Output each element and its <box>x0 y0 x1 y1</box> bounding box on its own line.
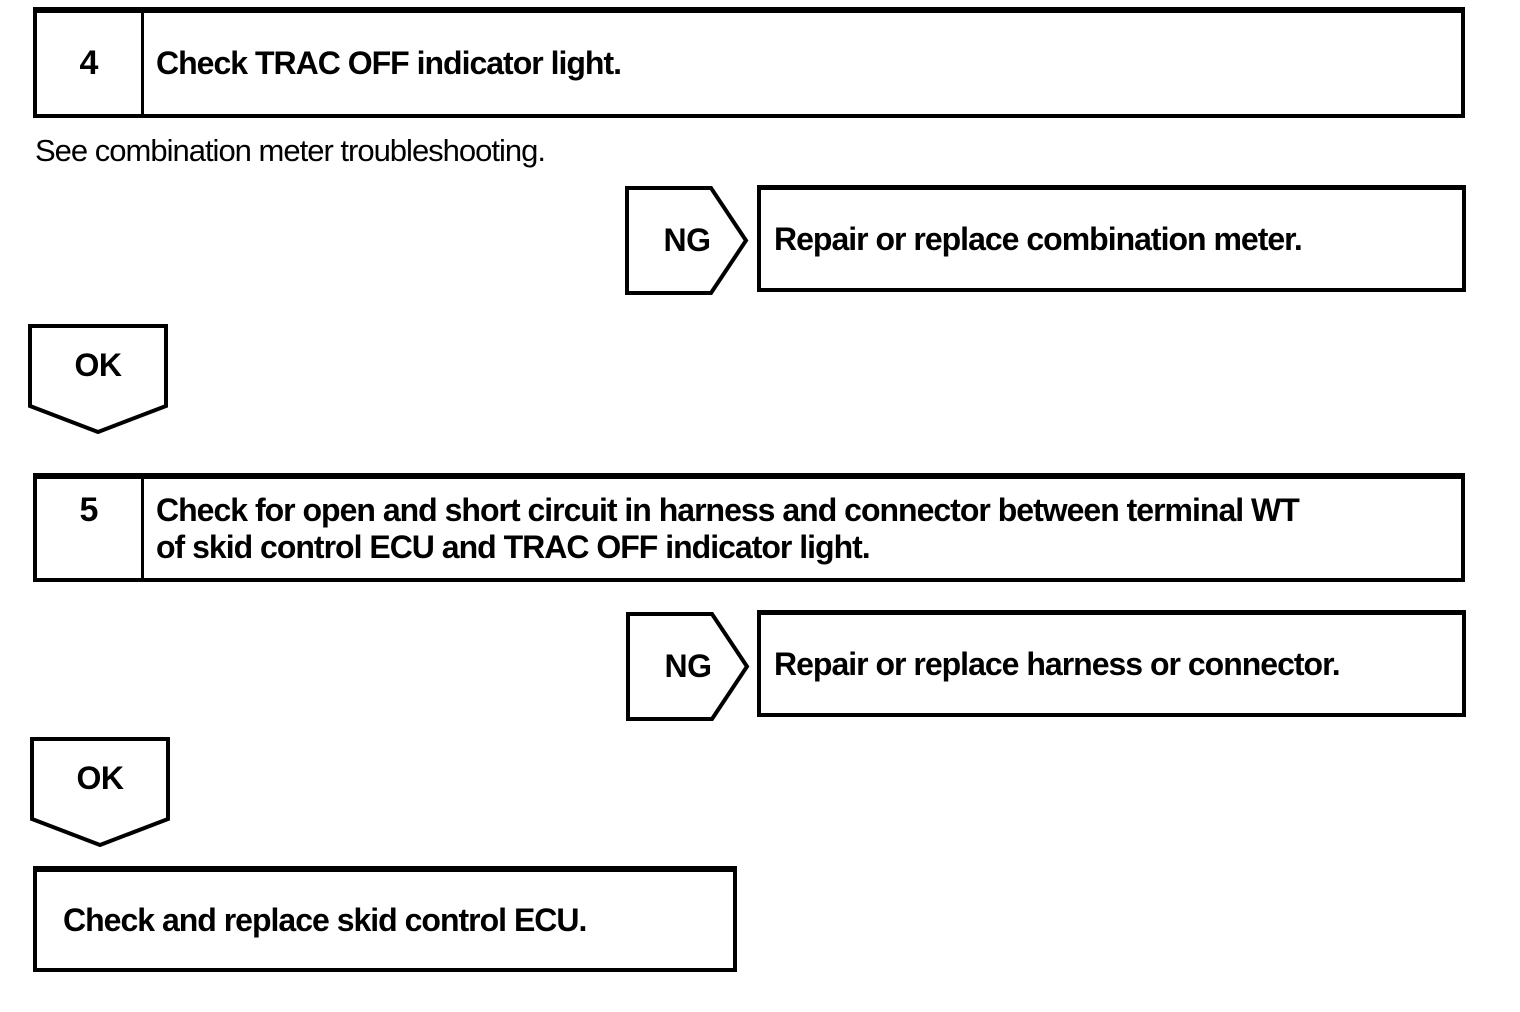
step-5-title-line-2: of skid control ECU and TRAC OFF indicat… <box>156 528 871 565</box>
step-5-title-line-1: Check for open and short circuit in harn… <box>156 491 1300 528</box>
ng-label: NG <box>663 222 712 258</box>
ng-result-text: Repair or replace harness or connector. <box>774 645 1341 682</box>
ok-arrow-1: OK <box>28 324 168 434</box>
step-4-number: 4 <box>37 13 144 114</box>
ok-arrow-2: OK <box>30 737 170 847</box>
step-4-title-line: Check TRAC OFF indicator light. <box>156 45 622 81</box>
ng-arrow-2: NG <box>626 612 750 721</box>
ng-arrow-1: NG <box>625 186 749 295</box>
ng-label: NG <box>664 648 713 684</box>
step-4-note: See combination meter troubleshooting. <box>35 133 546 168</box>
ng-result-text: Repair or replace combination meter. <box>774 220 1303 257</box>
step-5-number: 5 <box>37 479 144 578</box>
final-action-text: Check and replace skid control ECU. <box>63 901 587 938</box>
ok-label: OK <box>74 346 123 383</box>
final-action-box: Check and replace skid control ECU. <box>33 866 737 972</box>
step-5-title: Check for open and short circuit in harn… <box>144 479 1461 578</box>
step-5-box: 5 Check for open and short circuit in ha… <box>33 473 1465 582</box>
step-4-title: Check TRAC OFF indicator light. <box>144 13 1461 114</box>
ng-arrow-icon <box>626 612 750 721</box>
ok-label: OK <box>76 759 125 796</box>
ng-result-box-2: Repair or replace harness or connector. <box>757 610 1466 717</box>
ng-result-box-1: Repair or replace combination meter. <box>757 185 1466 292</box>
ng-arrow-icon <box>625 186 749 295</box>
ok-arrow-icon <box>30 737 170 847</box>
ok-arrow-icon <box>28 324 168 434</box>
step-4-box: 4 Check TRAC OFF indicator light. <box>33 7 1465 118</box>
